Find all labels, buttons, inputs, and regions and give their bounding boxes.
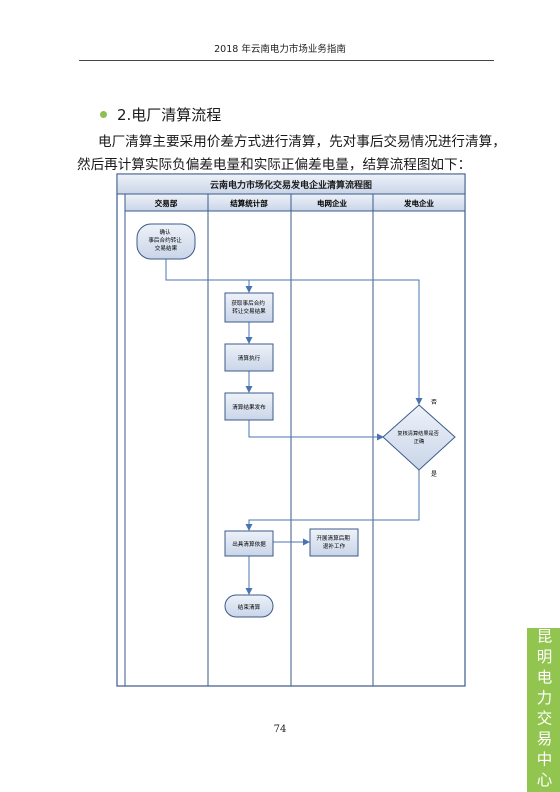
connector-publish-to-decision (248, 420, 384, 441)
node-confirm-result (136, 223, 196, 260)
node-obtain-line-2: 转让交易结果 (232, 307, 266, 315)
svg-text:开展清算后期 退补工作: 开展清算后期 退补工作 (316, 534, 351, 550)
lane-header-generation: 发电企业 (403, 198, 434, 208)
node-end-label: 结束清算 (238, 603, 261, 611)
node-issue-label: 出具清算依据 (232, 540, 266, 548)
section-heading: 2.电厂清算流程 (100, 104, 221, 125)
node-obtain-line-1: 获取事后合约 (231, 299, 265, 307)
page-header-title: 2018 年云南电力市场业务指南 (214, 44, 346, 55)
side-tab: 昆明电力交易中心 (527, 628, 560, 792)
lane-header-row (124, 193, 466, 212)
paragraph-line-2: 然后再计算实际负偏差电量和实际正偏差电量，结算流程图如下： (77, 157, 472, 173)
svg-text:获取事后合约 转让交易结果: 获取事后合约 转让交易结果 (231, 299, 266, 315)
settlement-flowchart: 云南电力市场化交易发电企业清算流程图 交易部 结算统计部 电网企业 发电企业 确… (116, 173, 466, 687)
connector-branch-to-obtain (166, 279, 253, 293)
node-obtain-result (224, 292, 274, 323)
flowchart-title: 云南电力市场化交易发电企业清算流程图 (210, 179, 372, 191)
connector-confirm-to-decision (165, 259, 423, 405)
node-confirm-line-1: 确认 (160, 228, 172, 236)
node-decision-line-2: 正确 (414, 437, 424, 445)
lane-header-settlement: 结算统计部 (230, 198, 268, 208)
bullet-icon (100, 111, 107, 118)
node-confirm-line-2: 事后合约转让 (148, 236, 182, 244)
node-publish-label: 清算结果发布 (232, 403, 266, 411)
branch-no-label: 否 (431, 399, 437, 406)
node-settle-line-2: 退补工作 (323, 542, 346, 550)
section-title: 2.电厂清算流程 (117, 106, 222, 124)
lane-header-trading: 交易部 (155, 198, 178, 208)
node-decision (382, 404, 456, 471)
node-issue (224, 530, 274, 557)
node-end (224, 594, 274, 618)
node-publish (224, 392, 274, 421)
node-execute (224, 343, 274, 372)
side-tab-label: 昆明电力交易中心 (534, 628, 553, 792)
node-execute-label: 清算执行 (238, 354, 261, 362)
node-confirm-line-3: 交易结果 (155, 244, 178, 252)
node-settle-line-1: 开展清算后期 (316, 534, 350, 542)
branch-yes-label: 是 (431, 471, 437, 478)
svg-text:确认 事后合约转让 交易结果: 确认 事后合约转让 交易结果 (148, 228, 183, 252)
paragraph-line-1: 电厂清算主要采用价差方式进行清算，先对事后交易情况进行清算， (98, 134, 506, 150)
svg-text:复核清算结果是否 正确: 复核清算结果是否 正确 (397, 429, 440, 445)
header-divider (79, 60, 494, 61)
node-settle (309, 528, 359, 557)
node-decision-line-1: 复核清算结果是否 (397, 429, 439, 437)
connector-decision-yes-to-issue (245, 470, 420, 531)
lane-header-grid: 电网企业 (317, 198, 347, 208)
page-number: 74 (273, 724, 287, 735)
